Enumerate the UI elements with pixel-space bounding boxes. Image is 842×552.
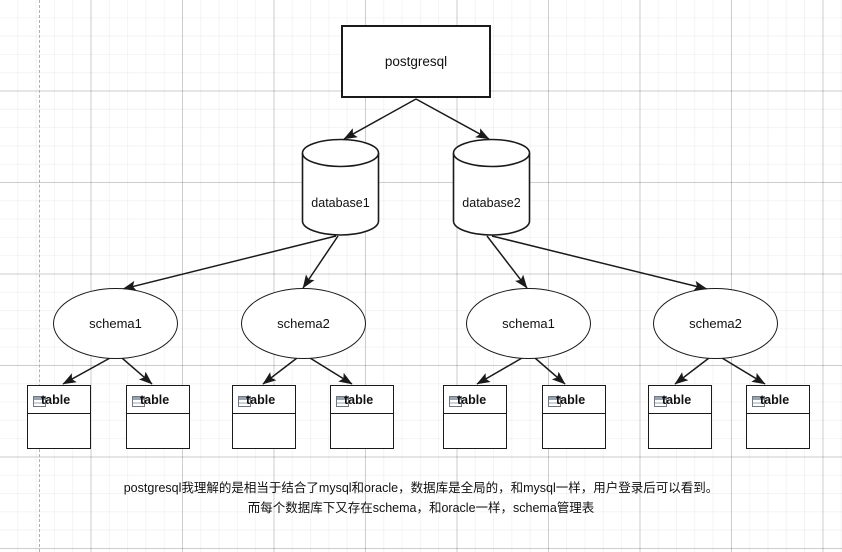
node-postgresql[interactable]: postgresql xyxy=(341,25,491,98)
page-break-line xyxy=(39,0,40,552)
node-table-4[interactable]: table xyxy=(330,385,394,449)
table-header: table xyxy=(649,386,711,414)
node-table-3[interactable]: table xyxy=(232,385,296,449)
table-body xyxy=(649,414,711,476)
table-label: table xyxy=(140,392,170,407)
node-schema1-db2[interactable]: schema1 xyxy=(466,288,591,359)
table-icon xyxy=(33,394,46,407)
node-postgresql-label: postgresql xyxy=(384,54,448,69)
node-table-1[interactable]: table xyxy=(27,385,91,449)
table-header: table xyxy=(444,386,506,414)
caption-line-2: 而每个数据库下又存在schema，和oracle一样，schema管理表 xyxy=(247,501,595,515)
node-schema-label: schema1 xyxy=(89,316,142,331)
table-label: table xyxy=(344,392,374,407)
table-label: table xyxy=(662,392,692,407)
edge-root-to-database1 xyxy=(343,98,417,140)
table-label: table xyxy=(41,392,71,407)
node-table-7[interactable]: table xyxy=(648,385,712,449)
edge-database1-to-schema2 xyxy=(302,235,339,289)
table-body xyxy=(28,414,90,476)
table-icon xyxy=(238,394,251,407)
edge-schema2a-to-table4 xyxy=(309,357,353,385)
edge-database2-to-schema1 xyxy=(486,235,528,289)
table-body xyxy=(127,414,189,476)
edge-database1-to-schema1 xyxy=(122,235,337,291)
edge-database2-to-schema2 xyxy=(491,235,708,291)
table-icon xyxy=(449,394,462,407)
cylinder-shape xyxy=(301,138,380,236)
table-icon xyxy=(654,394,667,407)
node-database1-label: database1 xyxy=(311,196,370,210)
table-icon xyxy=(752,394,765,407)
node-database1[interactable]: database1 xyxy=(301,138,380,236)
table-body xyxy=(331,414,393,476)
edge-schema1b-to-table5 xyxy=(476,357,523,385)
table-header: table xyxy=(127,386,189,414)
node-schema-label: schema2 xyxy=(277,316,330,331)
node-schema-label: schema1 xyxy=(502,316,555,331)
table-header: table xyxy=(331,386,393,414)
table-body xyxy=(233,414,295,476)
table-icon xyxy=(132,394,145,407)
table-label: table xyxy=(556,392,586,407)
table-header: table xyxy=(28,386,90,414)
caption-line-1: postgresql我理解的是相当于结合了mysql和oracle，数据库是全局… xyxy=(123,481,719,495)
node-schema2-db1[interactable]: schema2 xyxy=(241,288,366,359)
node-database2[interactable]: database2 xyxy=(452,138,531,236)
node-database2-label: database2 xyxy=(462,196,521,210)
table-header: table xyxy=(543,386,605,414)
node-schema1-db1[interactable]: schema1 xyxy=(53,288,178,359)
edge-schema2b-to-table7 xyxy=(674,357,710,385)
table-icon xyxy=(336,394,349,407)
node-table-6[interactable]: table xyxy=(542,385,606,449)
table-body xyxy=(747,414,809,476)
node-schema-label: schema2 xyxy=(689,316,742,331)
edge-schema1b-to-table6 xyxy=(534,357,566,385)
table-body xyxy=(444,414,506,476)
table-label: table xyxy=(457,392,487,407)
table-label: table xyxy=(246,392,276,407)
cylinder-shape xyxy=(452,138,531,236)
table-label: table xyxy=(760,392,790,407)
node-table-5[interactable]: table xyxy=(443,385,507,449)
edge-root-to-database2 xyxy=(415,98,490,140)
table-body xyxy=(543,414,605,476)
node-table-2[interactable]: table xyxy=(126,385,190,449)
node-schema2-db2[interactable]: schema2 xyxy=(653,288,778,359)
edge-schema2b-to-table8 xyxy=(721,357,766,385)
table-header: table xyxy=(747,386,809,414)
edge-schema1a-to-table1 xyxy=(62,357,111,385)
table-icon xyxy=(548,394,561,407)
edge-schema1a-to-table2 xyxy=(121,357,153,385)
table-header: table xyxy=(233,386,295,414)
node-table-8[interactable]: table xyxy=(746,385,810,449)
edge-schema2a-to-table3 xyxy=(262,357,298,385)
